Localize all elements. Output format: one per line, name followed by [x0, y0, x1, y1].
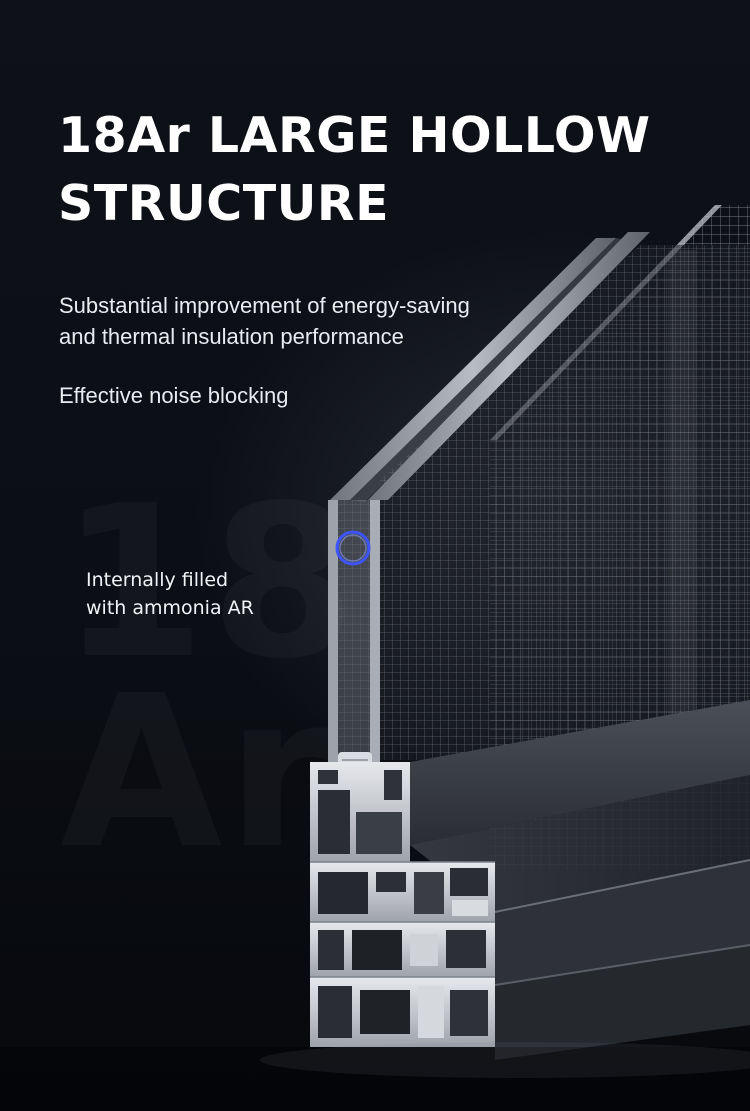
argon-ring-icon: [335, 530, 371, 566]
energy-description-line-1: Substantial improvement of energy-saving: [59, 293, 470, 318]
title-line-1: 18Ar LARGE HOLLOW: [58, 107, 651, 164]
noise-blocking-description: Effective noise blocking: [59, 383, 289, 408]
page-title: 18Ar LARGE HOLLOW STRUCTURE: [58, 102, 698, 238]
argon-fill-callout-line-2: with ammonia AR: [86, 597, 254, 619]
energy-saving-description: Substantial improvement of energy-saving…: [59, 290, 579, 352]
title-line-2: STRUCTURE: [58, 175, 390, 232]
energy-description-line-2: and thermal insulation performance: [59, 324, 404, 349]
argon-fill-callout-line-1: Internally filled: [86, 569, 229, 591]
aluminum-profile-icon: [310, 700, 750, 1060]
argon-fill-callout: Internally filled with ammonia AR: [86, 566, 254, 622]
